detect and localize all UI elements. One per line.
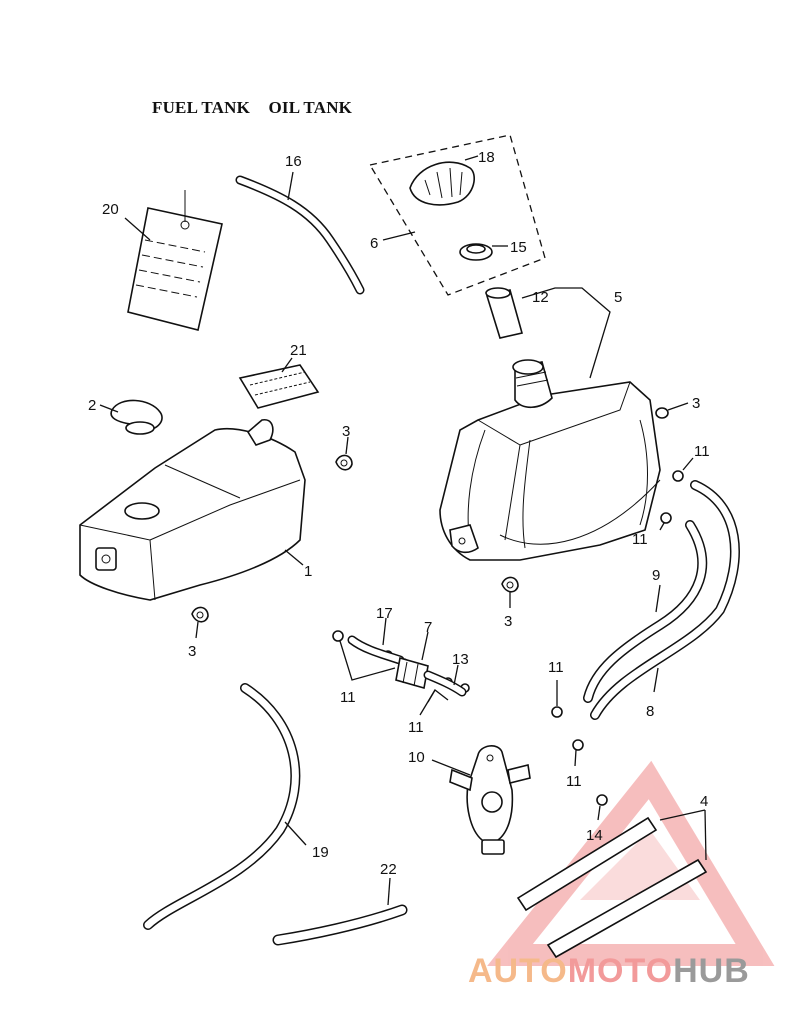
callout-15: 15 (510, 239, 527, 256)
callout-6: 6 (370, 235, 378, 252)
part-5-fuel-tank (439, 359, 689, 561)
watermark-moto: MOTO (567, 952, 674, 990)
callout-4: 4 (700, 793, 708, 810)
callout-11-d: 11 (408, 719, 424, 736)
part-11-clamp-e (551, 680, 563, 718)
part-7-fuel-filter (395, 631, 429, 690)
callout-11-c: 11 (340, 689, 356, 706)
part-8-hose (590, 480, 740, 720)
part-20-label-card (124, 190, 223, 331)
callout-11-e: 11 (548, 659, 564, 676)
part-11-clamp-f (572, 739, 584, 767)
callout-9: 9 (652, 567, 660, 584)
part-13-hose (423, 664, 467, 697)
callout-21: 21 (290, 342, 307, 359)
part-17-hose (347, 617, 405, 665)
part-11-clamp-a (672, 457, 694, 482)
part-1-oil-tank (79, 418, 306, 601)
part-11-clamp-b (659, 512, 672, 531)
part-2-tank-cap (99, 399, 163, 435)
callout-11-f: 11 (566, 773, 582, 790)
callout-17: 17 (376, 605, 393, 622)
part-19-hose (143, 683, 307, 930)
part-9-hose (583, 520, 708, 703)
callout-7: 7 (424, 619, 432, 636)
part-21-decal (238, 357, 320, 409)
callout-8: 8 (646, 703, 654, 720)
diagram-title: FUEL TANK OIL TANK (152, 98, 366, 118)
watermark-logo: AUTOMOTOHUB (468, 952, 750, 991)
watermark-triangle-icon (487, 760, 775, 966)
callout-3-b: 3 (692, 395, 700, 412)
callout-22: 22 (380, 861, 397, 878)
part-16-hose (235, 171, 365, 295)
callout-1: 1 (304, 563, 312, 580)
callout-3-a: 3 (342, 423, 350, 440)
part-3-clamp-c (501, 576, 519, 608)
callout-12: 12 (532, 289, 549, 306)
callout-20: 20 (102, 201, 119, 218)
part-4-rubber-pads (516, 809, 708, 959)
callout-3-c: 3 (188, 643, 196, 660)
part-3-clamp-b (191, 606, 209, 639)
callout-11-a: 11 (694, 443, 710, 460)
callout-2: 2 (88, 397, 96, 414)
callout-18: 18 (478, 149, 495, 166)
title-oil-tank: OIL TANK (268, 98, 353, 117)
callout-16: 16 (285, 153, 302, 170)
callout-11-b: 11 (632, 531, 648, 548)
part-10-fuel-valve (431, 745, 531, 855)
part-14-screw (596, 794, 608, 821)
callout-13: 13 (452, 651, 469, 668)
watermark-auto: AUTO (468, 952, 568, 990)
callout-3-d: 3 (504, 613, 512, 630)
callout-10: 10 (408, 749, 425, 766)
part-3-clamp-a (335, 436, 353, 471)
part-6-cap-assembly-group (368, 134, 546, 296)
watermark-hub: HUB (673, 952, 750, 990)
part-22-hose (272, 877, 408, 946)
part-12-filler-tube (485, 287, 611, 379)
callout-5: 5 (614, 289, 622, 306)
callout-14: 14 (586, 827, 603, 844)
title-fuel-tank: FUEL TANK (152, 98, 250, 117)
callout-19: 19 (312, 844, 329, 861)
